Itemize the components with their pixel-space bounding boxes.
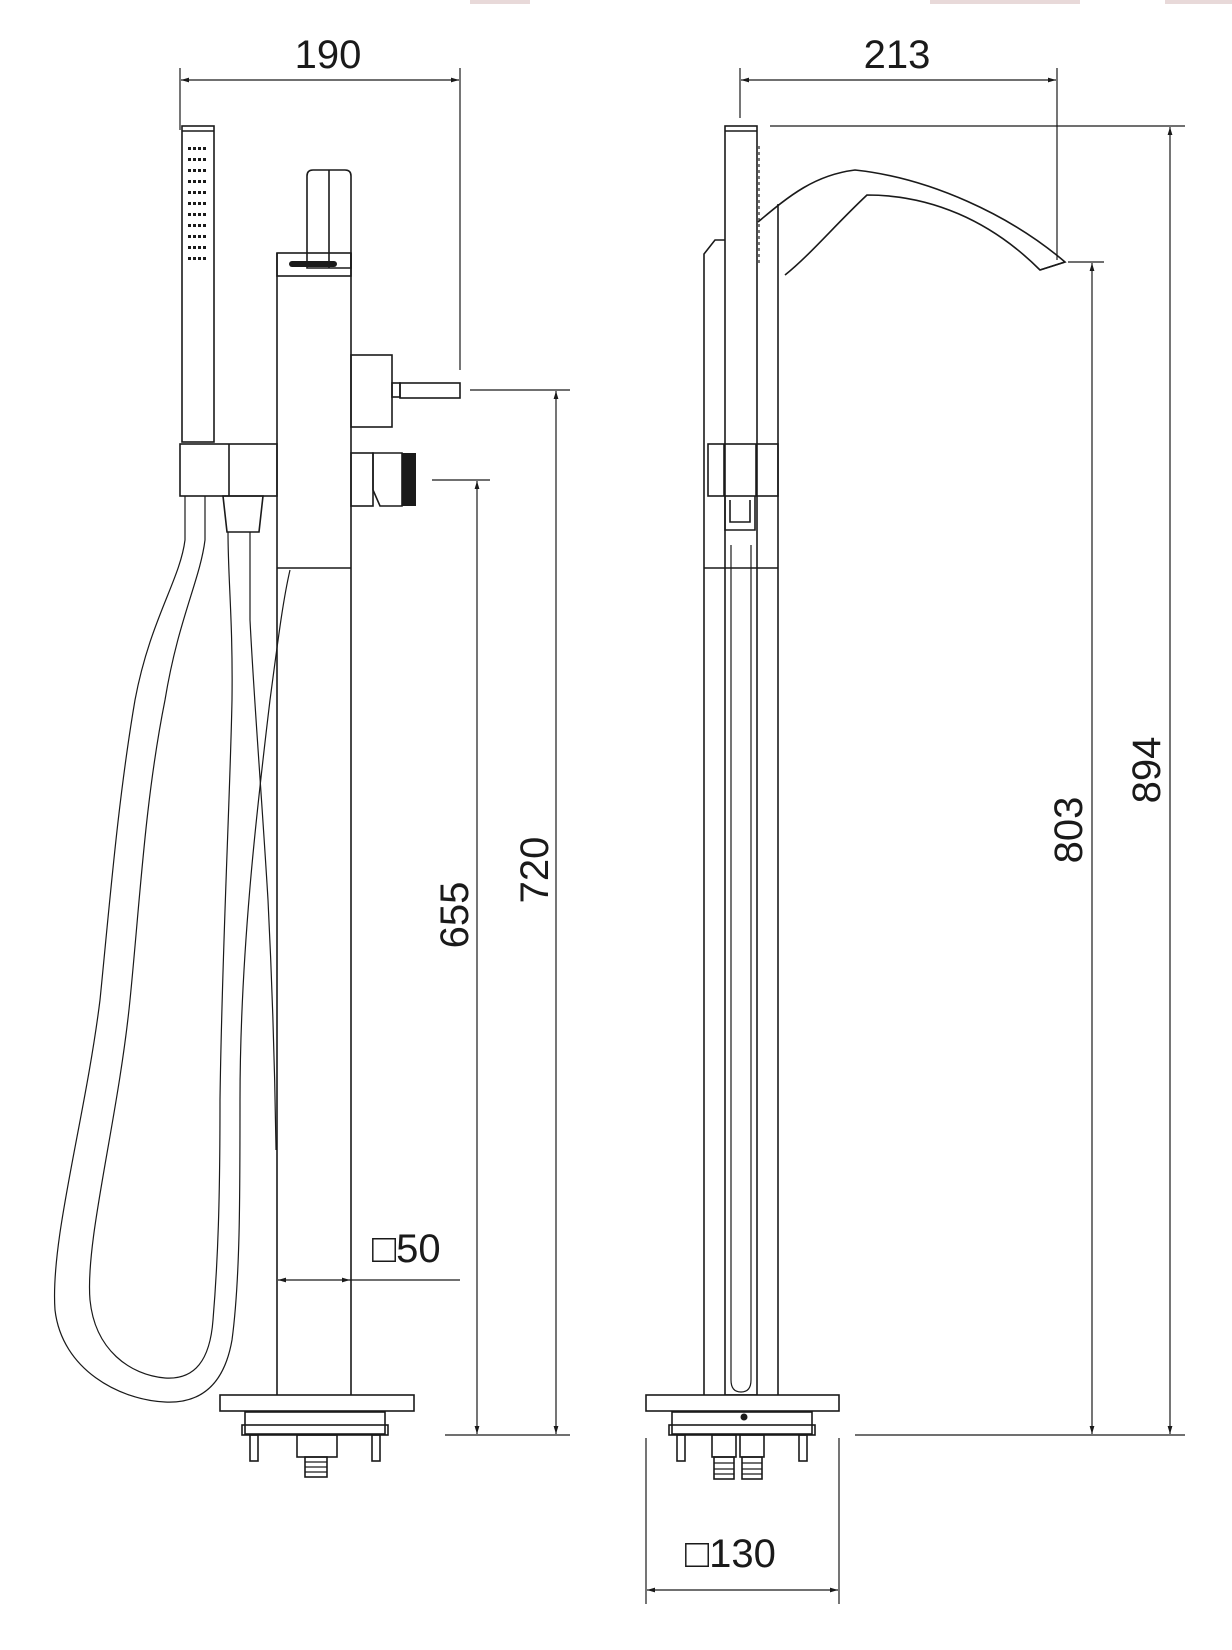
top-edge-artifact bbox=[930, 0, 1080, 4]
dimension-label-720: 720 bbox=[513, 837, 557, 904]
shower-nozzle-dots bbox=[188, 147, 206, 260]
dimension-720: 720 bbox=[470, 389, 570, 1434]
dimension-50: □50 bbox=[278, 1227, 460, 1283]
bath-outlet bbox=[350, 452, 416, 507]
shower-holder bbox=[179, 443, 278, 533]
diverter-lever bbox=[350, 354, 461, 428]
dimension-803: 803 bbox=[1047, 261, 1104, 1434]
top-edge-artifact bbox=[1165, 0, 1232, 4]
dimension-label-894: 894 bbox=[1125, 737, 1169, 804]
dimension-label-50: □50 bbox=[372, 1227, 441, 1271]
side-hose bbox=[730, 545, 752, 1393]
dimension-label-655: 655 bbox=[433, 882, 477, 949]
hand-shower bbox=[181, 125, 215, 443]
dimension-213: 213 bbox=[739, 33, 1058, 260]
shower-hose bbox=[53, 496, 291, 1403]
top-edge-artifact bbox=[470, 0, 530, 4]
dimension-190: 190 bbox=[179, 33, 461, 370]
dimension-130: □130 bbox=[645, 1438, 840, 1604]
dimension-655: 655 bbox=[432, 479, 490, 1434]
side-shower-holder bbox=[707, 443, 779, 531]
side-base-plate bbox=[645, 1394, 840, 1480]
dimension-894: 894 bbox=[770, 125, 1185, 1434]
front-base-plate bbox=[219, 1394, 415, 1478]
spout bbox=[757, 169, 1067, 276]
dimension-label-803: 803 bbox=[1047, 797, 1091, 864]
side-column bbox=[703, 125, 779, 1396]
front-view: 190 bbox=[53, 33, 570, 1478]
dimension-label-213: 213 bbox=[864, 33, 931, 77]
dimension-label-130: □130 bbox=[685, 1532, 776, 1576]
mixer-column bbox=[276, 169, 352, 1395]
side-view: 213 bbox=[645, 33, 1185, 1604]
dimension-label-190: 190 bbox=[295, 33, 362, 77]
